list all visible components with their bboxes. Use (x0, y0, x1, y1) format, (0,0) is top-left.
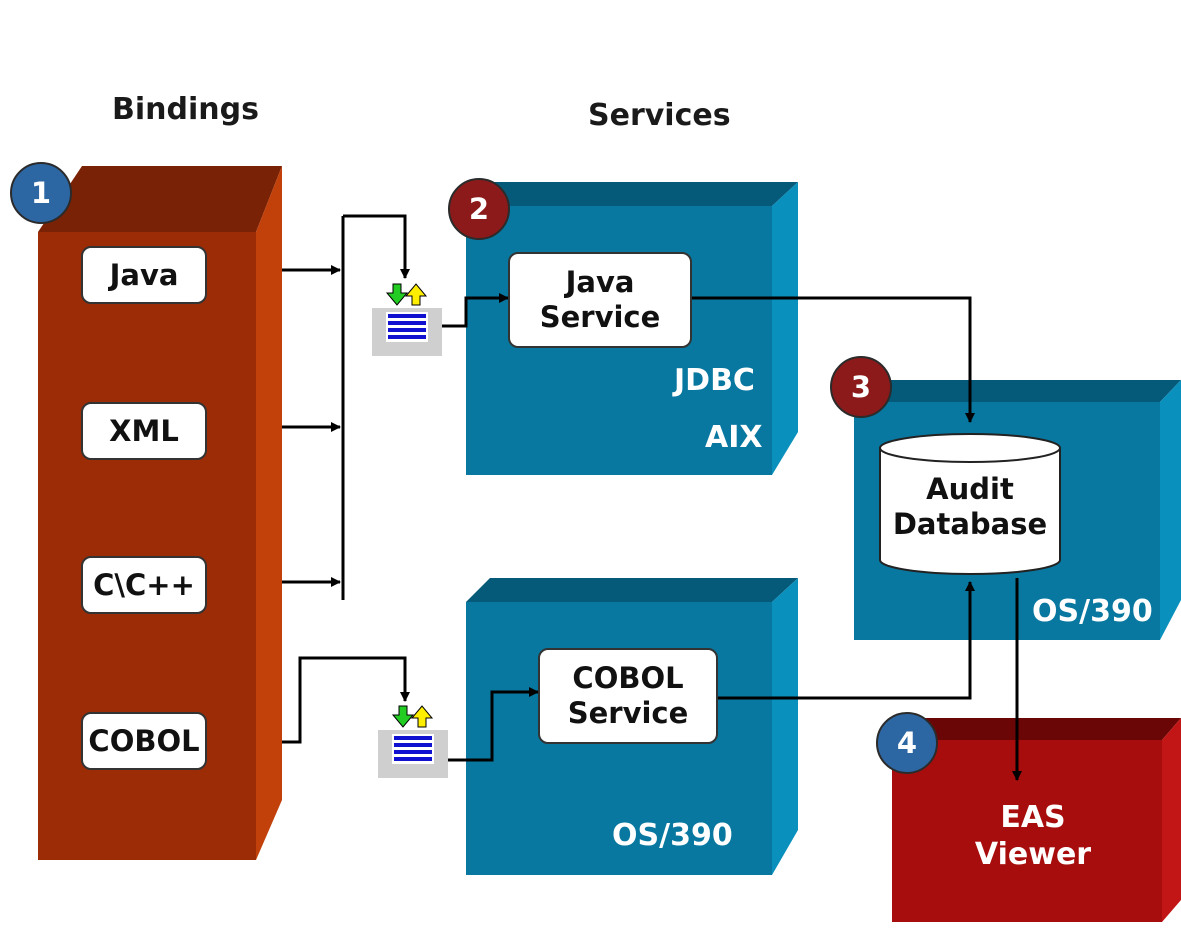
viewer-line1: EAS (1000, 800, 1066, 835)
step-badge-3: 3 (830, 356, 892, 418)
cobol-service-line2: Service (567, 696, 689, 730)
viewer-line2: Viewer (974, 836, 1092, 872)
queue-icon (378, 705, 448, 778)
binding-cobol: COBOL (81, 712, 207, 770)
database-cylinder-icon (879, 433, 1061, 575)
down-arrow-icon (391, 705, 415, 728)
database-label: Audit Database (880, 472, 1060, 542)
viewer-block (892, 718, 1181, 922)
step-badge-1: 1 (10, 162, 72, 224)
step-badge-2: 2 (448, 178, 510, 240)
database-line1: Audit (926, 472, 1014, 506)
cobol-service-box: COBOL Service (538, 648, 718, 744)
down-arrow-icon (385, 283, 409, 306)
java-service-line1: Java (565, 265, 635, 300)
cobol-platform-label: OS/390 (612, 818, 733, 853)
binding-c-cpp: C\C++ (81, 556, 207, 614)
bindings-heading: Bindings (112, 92, 259, 127)
binding-xml: XML (81, 402, 207, 460)
database-line2: Database (892, 506, 1048, 541)
connectors (282, 214, 1022, 781)
viewer-label: EAS Viewer (970, 800, 1096, 873)
queue-icon (372, 283, 442, 356)
java-service-line2: Service (539, 300, 661, 334)
cobol-service-line1: COBOL (572, 661, 684, 696)
aix-label: AIX (705, 420, 763, 455)
binding-java: Java (81, 246, 207, 304)
services-heading: Services (588, 98, 731, 133)
up-arrow-icon (404, 283, 428, 306)
up-arrow-icon (410, 705, 434, 728)
java-service-box: Java Service (508, 252, 692, 348)
database-platform-label: OS/390 (1032, 594, 1153, 629)
step-badge-4: 4 (876, 712, 938, 774)
jdbc-label: JDBC (674, 363, 755, 398)
